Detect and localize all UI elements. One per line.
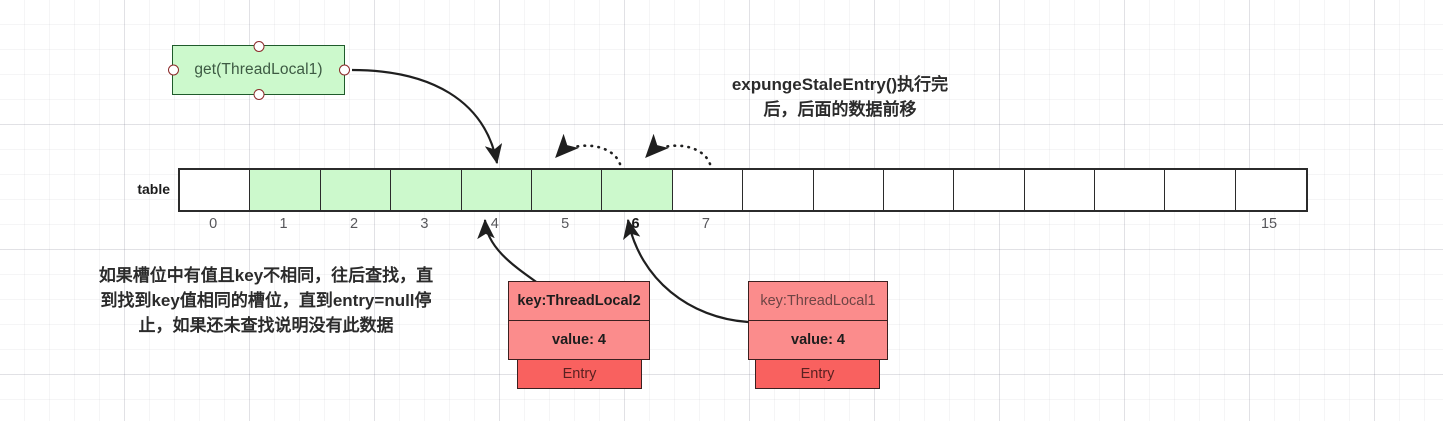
- index-label-15: 15: [1260, 216, 1278, 232]
- table-cell-6[interactable]: [602, 170, 673, 210]
- index-label-0: 0: [209, 216, 218, 232]
- lookup-rule-note-line1: 如果槽位中有值且key不相同，往后查找，直: [98, 266, 434, 285]
- index-label-2: 2: [349, 216, 359, 232]
- index-label-12: [1023, 216, 1093, 238]
- index-label-10: [882, 216, 952, 238]
- connector-dot-top[interactable]: [253, 40, 264, 52]
- table-cell-4[interactable]: [461, 170, 532, 210]
- index-label-3: 3: [420, 216, 429, 232]
- headline-note-line2: 后，后面的数据前移: [763, 99, 917, 119]
- table-cell-14[interactable]: [1165, 170, 1236, 210]
- table-cell-0[interactable]: [180, 170, 251, 210]
- table-cell-11[interactable]: [954, 170, 1025, 210]
- entry-footer-label: Entry: [517, 360, 642, 389]
- lookup-rule-note: 如果槽位中有值且key不相同，往后查找，直 到找到key值相同的槽位，直到ent…: [40, 263, 492, 338]
- entry-value-label: value: 4: [791, 332, 845, 348]
- index-label-14: [1163, 216, 1233, 238]
- table-cell-10[interactable]: [883, 170, 955, 210]
- index-label-5: 5: [561, 216, 570, 232]
- lookup-rule-note-line3: 止，如果还未查找说明没有此数据: [138, 316, 394, 336]
- table-array: [178, 168, 1309, 212]
- connector-dot-bottom[interactable]: [253, 88, 264, 100]
- arrow-shift-7-to-6: [644, 133, 712, 166]
- table-cell-3[interactable]: [391, 170, 462, 210]
- lookup-rule-note-line2: 到找到key值相同的槽位，直到entry=null停: [100, 291, 432, 311]
- arrow-call-to-slot4: [351, 68, 503, 165]
- index-label-4: 4: [490, 216, 499, 232]
- entry-value-label: value: 4: [552, 332, 606, 348]
- index-label-11: [952, 216, 1022, 238]
- table-cell-12[interactable]: [1024, 170, 1096, 210]
- index-label-6: 6: [631, 216, 640, 232]
- entry-footer-label: Entry: [755, 360, 880, 389]
- table-cell-9[interactable]: [813, 170, 884, 210]
- entry-body: key:ThreadLocal2 value: 4: [508, 281, 650, 360]
- table-cell-5[interactable]: [531, 170, 603, 210]
- table-label: table: [137, 181, 170, 197]
- index-label-1: 1: [279, 216, 288, 232]
- headline-note: expungeStaleEntry()执行完 后，后面的数据前移: [690, 73, 990, 122]
- table-cell-1[interactable]: [250, 170, 321, 210]
- table-cell-2[interactable]: [320, 170, 392, 210]
- table-cell-13[interactable]: [1095, 170, 1166, 210]
- index-label-9: [812, 216, 882, 238]
- entry-card-threadlocal2[interactable]: key:ThreadLocal2 value: 4 Entry: [508, 281, 650, 389]
- connector-dot-right[interactable]: [338, 64, 350, 76]
- connector-dot-left[interactable]: [167, 64, 179, 76]
- index-label-13: [1093, 216, 1163, 238]
- entry-key-label: key:ThreadLocal1: [749, 282, 887, 321]
- call-box-label: get(ThreadLocal1): [194, 61, 323, 78]
- entry-key-label: key:ThreadLocal2: [509, 282, 649, 321]
- table-cell-8[interactable]: [743, 170, 814, 210]
- index-label-7: 7: [701, 216, 710, 232]
- get-threadlocal1-box[interactable]: get(ThreadLocal1): [167, 40, 350, 100]
- table-cell-15[interactable]: [1235, 170, 1307, 210]
- table-cell-7[interactable]: [672, 170, 744, 210]
- index-label-8: [741, 216, 811, 238]
- entry-card-threadlocal1[interactable]: key:ThreadLocal1 value: 4 Entry: [748, 281, 888, 389]
- headline-note-line1: expungeStaleEntry()执行完: [731, 75, 949, 94]
- entry-body: key:ThreadLocal1 value: 4: [748, 281, 888, 360]
- arrow-shift-6-to-5: [554, 133, 622, 166]
- table-index-row: 0 1 2 3 4 5 6 7 15: [178, 216, 1304, 238]
